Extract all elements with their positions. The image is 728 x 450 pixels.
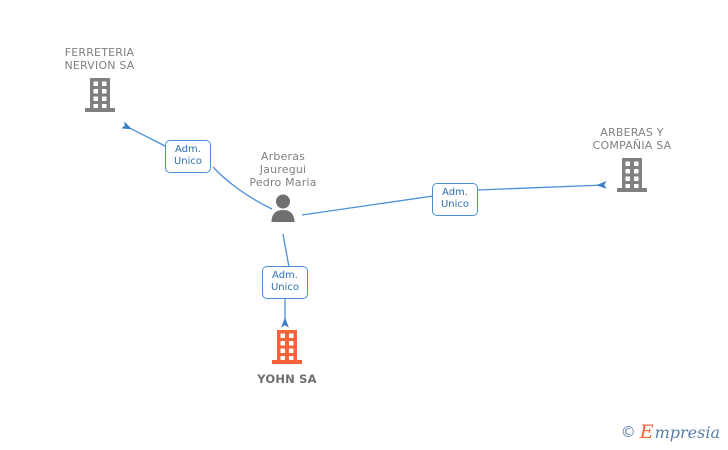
- edge-path-to-yohn: [282, 233, 290, 268]
- watermark-empresia: © E mpresia: [621, 423, 720, 442]
- edge-path-to-arberas-head: [477, 180, 607, 191]
- building-icon-wrap-arberas: [573, 158, 691, 194]
- building-icon: [84, 78, 115, 112]
- person-icon: [271, 194, 295, 222]
- company-label-ferreteria-nervion: FERRETERIA NERVION SA: [64, 46, 135, 72]
- person-node-arberas-jauregui-pedro-maria[interactable]: Arberas Jauregui Pedro Maria: [228, 150, 338, 223]
- building-icon: [617, 158, 647, 192]
- building-icon-wrap-ferreteria: [42, 78, 157, 114]
- edge-path-to-arberas: [301, 195, 434, 216]
- company-node-yohn-sa[interactable]: YOHN SA: [232, 330, 342, 386]
- edge-path-to-ferreteria-head: [120, 121, 168, 148]
- edge-path-to-ferreteria: [212, 166, 273, 210]
- watermark-brand-initial: E: [639, 421, 654, 443]
- edge-label-adm-unico-arberas[interactable]: Adm. Unico: [432, 183, 478, 216]
- watermark-brand-rest: mpresia: [654, 422, 720, 442]
- company-label-arberas-y-compania: ARBERAS Y COMPAÑIA SA: [592, 126, 672, 152]
- company-label-yohn-sa: YOHN SA: [257, 372, 317, 386]
- building-icon-wrap-yohn: [232, 330, 342, 366]
- person-icon-wrap: [228, 193, 338, 223]
- company-node-arberas-y-compania[interactable]: ARBERAS Y COMPAÑIA SA: [573, 126, 691, 194]
- edge-label-adm-unico-yohn[interactable]: Adm. Unico: [262, 266, 308, 299]
- edge-label-adm-unico-ferreteria[interactable]: Adm. Unico: [165, 140, 211, 173]
- copyright-icon: ©: [620, 423, 636, 441]
- building-icon: [272, 330, 302, 364]
- person-label: Arberas Jauregui Pedro Maria: [249, 150, 317, 189]
- company-node-ferreteria-nervion[interactable]: FERRETERIA NERVION SA: [42, 46, 157, 114]
